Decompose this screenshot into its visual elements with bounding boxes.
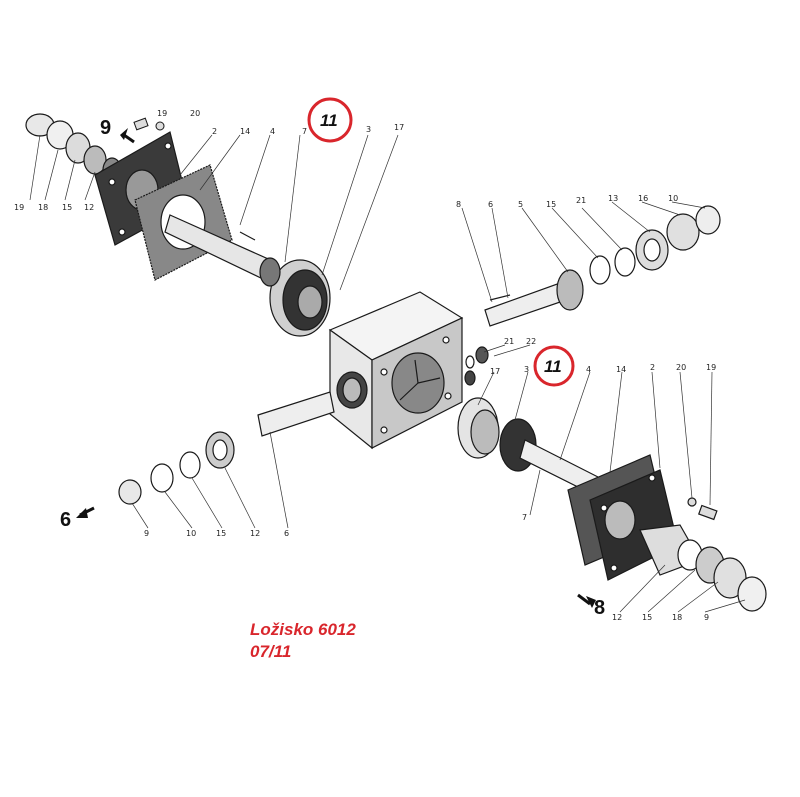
part-label: 2 xyxy=(650,363,655,372)
part-label: 4 xyxy=(586,365,591,374)
part-label: 10 xyxy=(668,194,678,203)
part-label: 8 xyxy=(456,200,461,209)
center-washers xyxy=(464,346,489,386)
part-label: 19 xyxy=(706,363,716,372)
part-label: 15 xyxy=(216,529,226,538)
part-label: 12 xyxy=(612,613,622,622)
cap-16 xyxy=(666,213,700,251)
part-label: 22 xyxy=(526,337,536,346)
bottom-right-assembly xyxy=(457,397,767,612)
part-label: 9 xyxy=(144,529,149,538)
upper-right-shaft-assembly xyxy=(484,205,721,327)
part-label: 15 xyxy=(62,203,72,212)
arrow-label-8: 8 xyxy=(594,597,605,619)
caption-date: 07/11 xyxy=(250,642,292,661)
part-label: 9 xyxy=(704,613,709,622)
part-labels-bottom-left: 9 10 15 12 6 xyxy=(144,529,289,538)
part-label: 7 xyxy=(302,127,307,136)
bolt-19-20 xyxy=(133,117,165,131)
gearbox-housing xyxy=(328,291,464,450)
leader-lines xyxy=(29,134,746,613)
arrow-6: 6 xyxy=(60,506,95,531)
part-labels-bottom-right: 4 14 2 20 19 7 12 15 18 9 xyxy=(522,363,716,622)
part-label: 15 xyxy=(546,200,556,209)
part-label: 18 xyxy=(672,613,682,622)
part-label: 7 xyxy=(522,513,527,522)
part-labels-right-shaft: 8 6 5 15 21 13 16 10 xyxy=(456,194,678,209)
part-label: 6 xyxy=(488,200,493,209)
part-labels-center: 21 22 17 3 xyxy=(490,337,536,376)
part-label: 12 xyxy=(84,203,94,212)
part-label: 18 xyxy=(38,203,48,212)
part-label: 15 xyxy=(642,613,652,622)
shaft-6 xyxy=(484,282,567,327)
part-label: 12 xyxy=(250,529,260,538)
callout-bottom: 11 xyxy=(533,345,575,387)
part-label: 3 xyxy=(366,125,371,134)
callout-number: 11 xyxy=(320,111,338,130)
callout-top: 11 xyxy=(307,97,353,143)
part-label: 13 xyxy=(608,194,618,203)
part-label: 5 xyxy=(518,200,523,209)
part-labels-top-left: 19 20 2 14 4 7 3 17 19 18 15 12 xyxy=(14,109,404,212)
arrow-label-9: 9 xyxy=(100,117,111,139)
part-label: 19 xyxy=(157,109,167,118)
part-label: 4 xyxy=(270,127,275,136)
part-label: 16 xyxy=(638,194,648,203)
part-label: 20 xyxy=(190,109,200,118)
part-label: 19 xyxy=(14,203,24,212)
bottom-left-assembly xyxy=(118,391,335,505)
cap-9-lower xyxy=(118,479,142,505)
part-label: 17 xyxy=(490,367,500,376)
caption-part-name: Ložisko 6012 xyxy=(250,620,356,639)
part-label: 14 xyxy=(616,365,626,374)
part-label: 6 xyxy=(284,529,289,538)
arrow-9: 9 xyxy=(100,117,135,144)
part-label: 3 xyxy=(524,365,529,374)
callout-number: 11 xyxy=(544,357,562,376)
gear-5 xyxy=(556,269,584,311)
arrow-label-6: 6 xyxy=(60,509,71,531)
part-label: 14 xyxy=(240,127,250,136)
part-label: 21 xyxy=(504,337,514,346)
part-label: 17 xyxy=(394,123,404,132)
part-label: 20 xyxy=(676,363,686,372)
arrow-8: 8 xyxy=(577,593,605,619)
top-left-assembly xyxy=(25,113,331,337)
part-label: 2 xyxy=(212,127,217,136)
part-label: 21 xyxy=(576,196,586,205)
part-label: 10 xyxy=(186,529,196,538)
shaft-6-lower xyxy=(257,391,335,437)
